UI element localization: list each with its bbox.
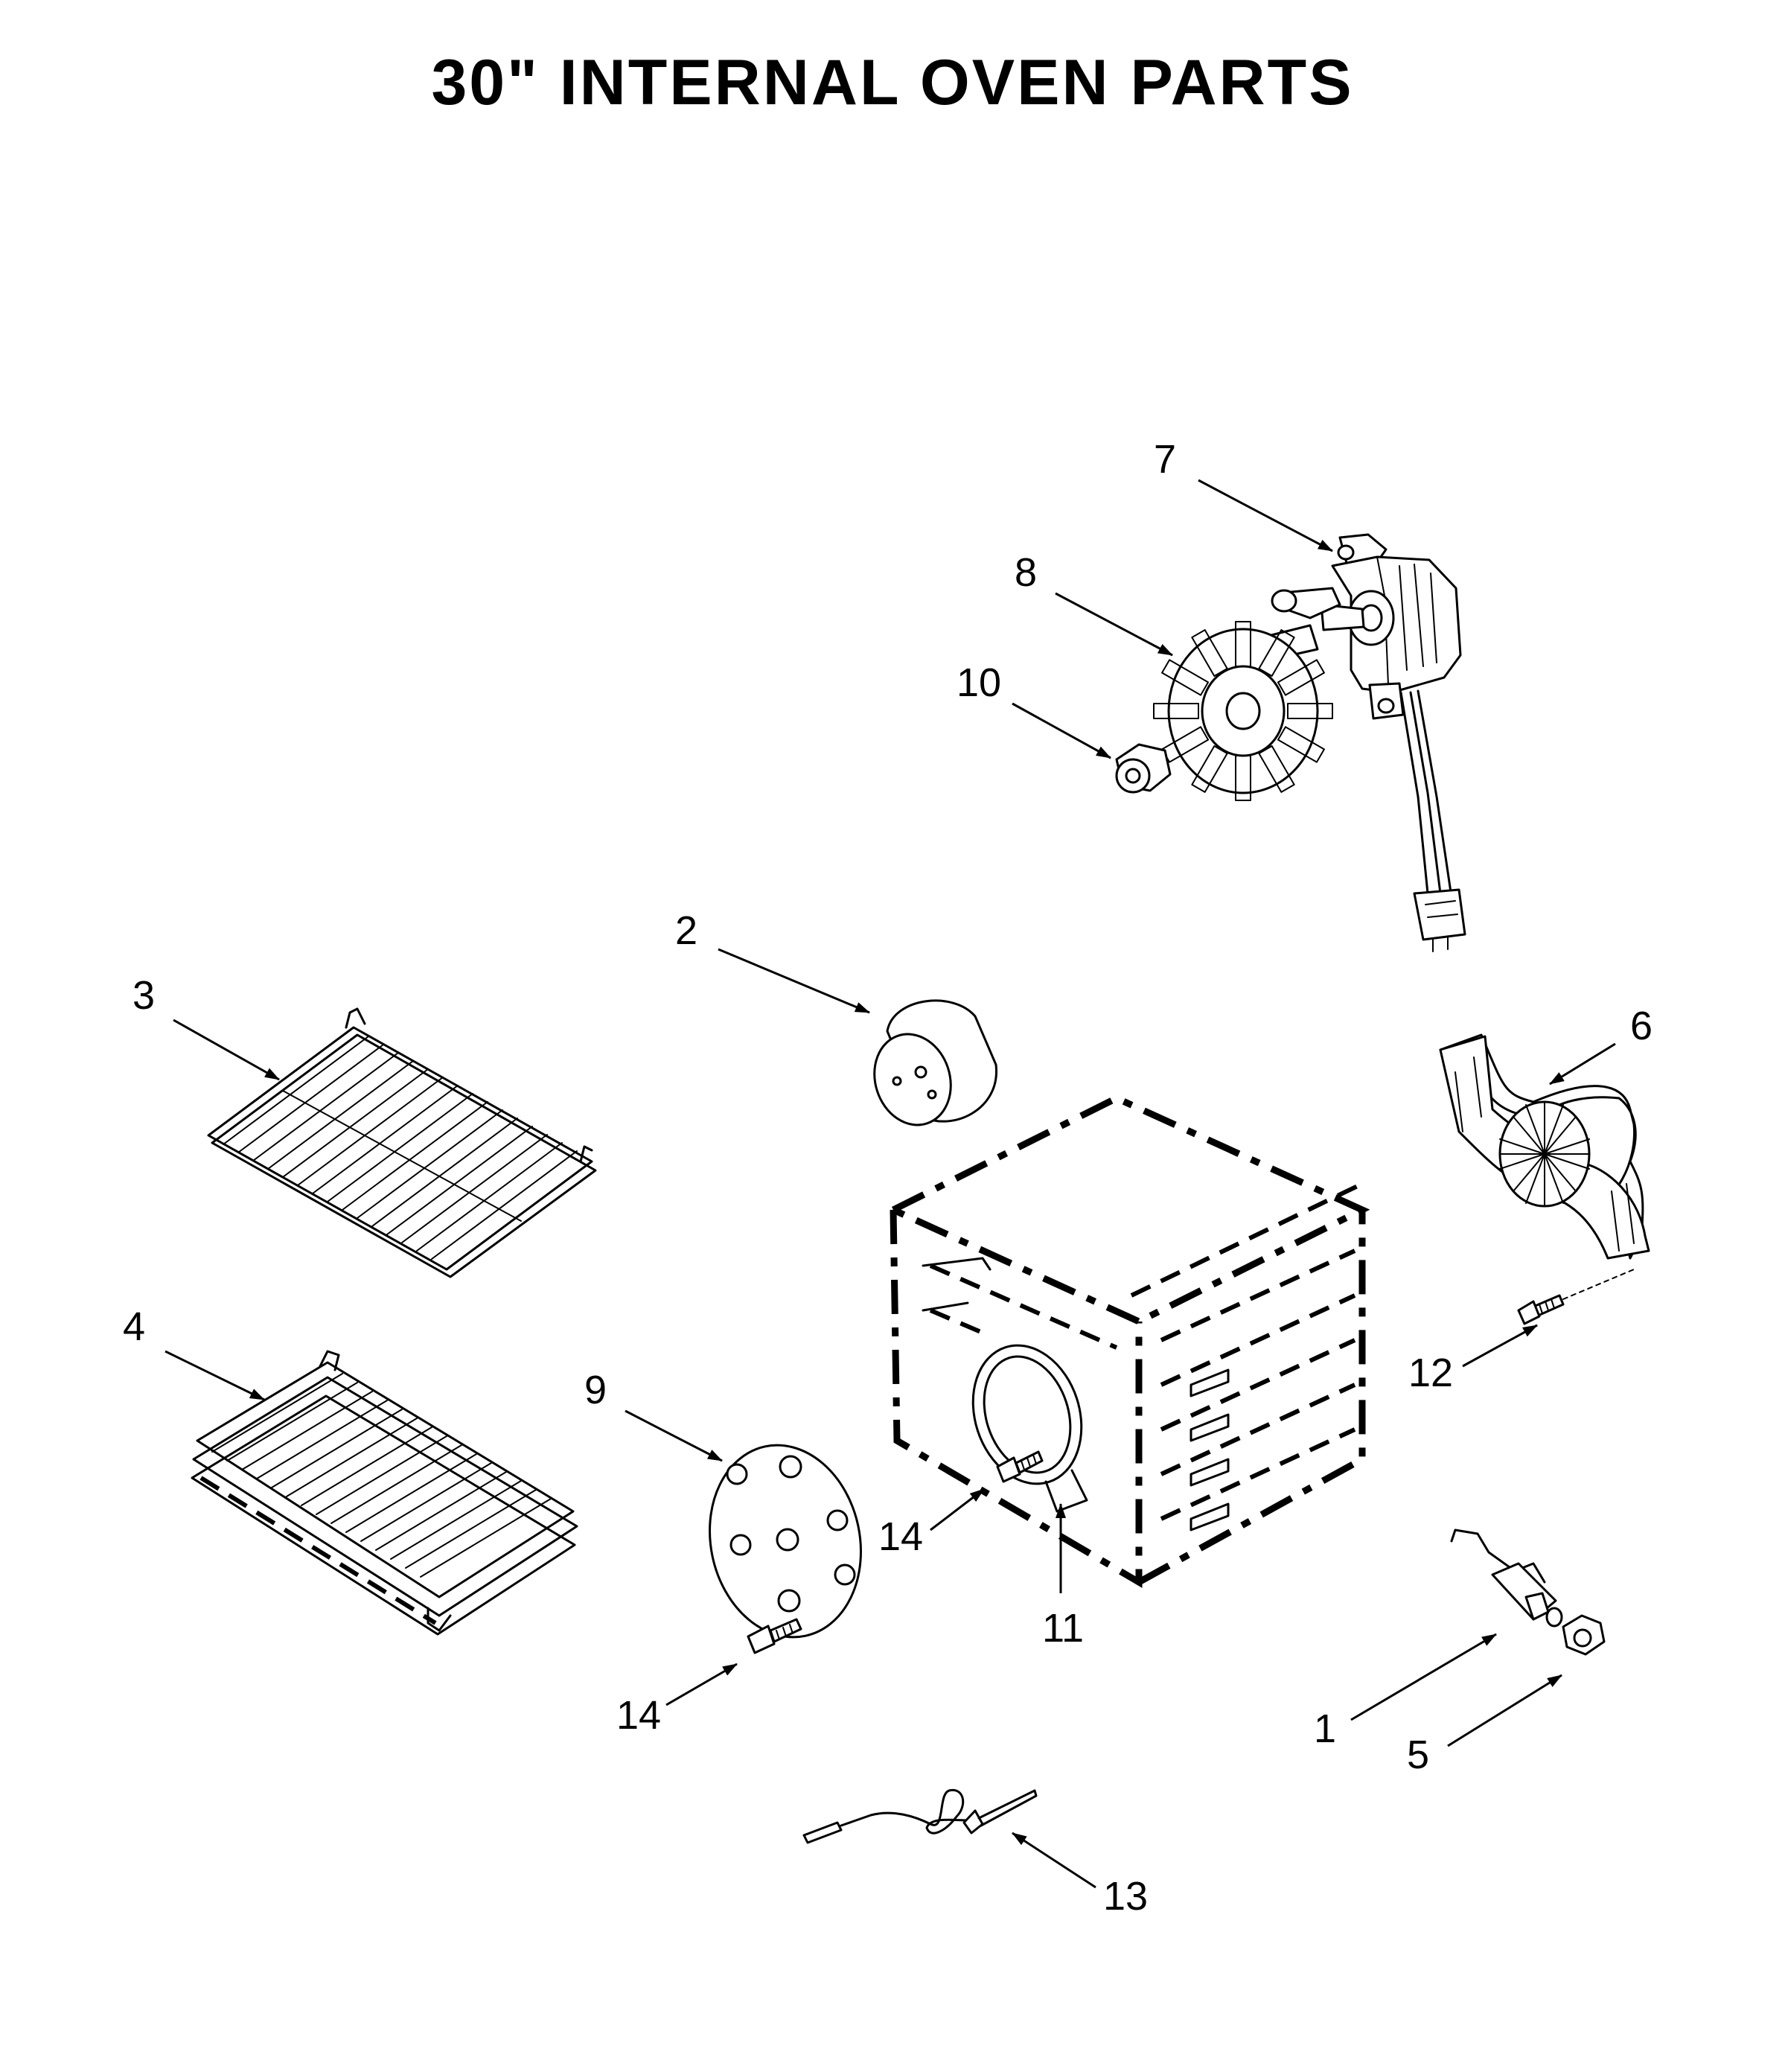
callout-number-c8[interactable]: 8	[1015, 550, 1037, 595]
callout-number-c11[interactable]: 11	[1042, 1606, 1084, 1651]
nut-5-part[interactable]	[1562, 1614, 1606, 1656]
callout-arrow-c1	[1350, 1633, 1497, 1721]
fan-nut-part[interactable]	[1115, 743, 1172, 794]
callout-arrow-c7	[1198, 479, 1333, 552]
callout-arrow-c8	[1055, 592, 1173, 657]
callout-number-c12[interactable]: 12	[1408, 1351, 1453, 1395]
callout-number-c6[interactable]: 6	[1630, 1004, 1653, 1048]
callout-number-c3[interactable]: 3	[132, 973, 155, 1018]
callout-arrow-c14b	[665, 1663, 738, 1706]
callout-arrow-c6	[1549, 1042, 1616, 1086]
callout-arrow-c13	[1012, 1832, 1096, 1889]
callout-number-c14a[interactable]: 14	[878, 1514, 923, 1559]
callout-arrow-c9	[625, 1409, 723, 1462]
callout-arrow-c2	[718, 948, 870, 1014]
callout-number-c9[interactable]: 9	[584, 1368, 607, 1412]
meat-probe-part[interactable]	[802, 1788, 1038, 1844]
fan-baffle-part[interactable]	[1439, 1033, 1650, 1260]
callout-arrow-c12	[1462, 1324, 1538, 1368]
screw-12-part[interactable]	[1517, 1269, 1635, 1325]
rollout-rack-part[interactable]	[191, 1350, 578, 1636]
callout-arrow-c10	[1012, 702, 1111, 759]
light-lens-part[interactable]	[863, 999, 997, 1135]
fan-motor-part[interactable]	[1257, 533, 1466, 952]
callout-number-c4[interactable]: 4	[123, 1304, 145, 1349]
callout-arrow-c3	[173, 1019, 280, 1081]
callout-arrow-c5	[1447, 1674, 1562, 1747]
callout-number-c1[interactable]: 1	[1314, 1706, 1336, 1751]
oven-cavity-part[interactable]	[885, 1094, 1370, 1588]
callout-number-c2[interactable]: 2	[675, 908, 697, 953]
fan-blade-part[interactable]	[1153, 621, 1333, 801]
callout-number-c5[interactable]: 5	[1407, 1732, 1429, 1777]
temp-sensor-part[interactable]	[1450, 1529, 1563, 1628]
screw-14a-part[interactable]	[996, 1450, 1044, 1483]
callouts: 7 8 10 2 3 6 4 9 12 14 11 14 1 5 13	[123, 437, 1653, 1919]
page-title: 30" INTERNAL OVEN PARTS	[431, 47, 1354, 118]
callout-arrow-c14a	[930, 1488, 985, 1531]
screw-14b-part[interactable]	[747, 1618, 802, 1654]
callout-number-c14b[interactable]: 14	[616, 1693, 661, 1738]
oven-rack-part[interactable]	[207, 1007, 597, 1278]
callout-number-c10[interactable]: 10	[957, 660, 1001, 705]
fan-cover-plate-part[interactable]	[692, 1431, 878, 1651]
callout-number-c7[interactable]: 7	[1154, 437, 1176, 482]
callout-number-c13[interactable]: 13	[1103, 1874, 1148, 1919]
callout-arrow-c4	[165, 1350, 265, 1401]
